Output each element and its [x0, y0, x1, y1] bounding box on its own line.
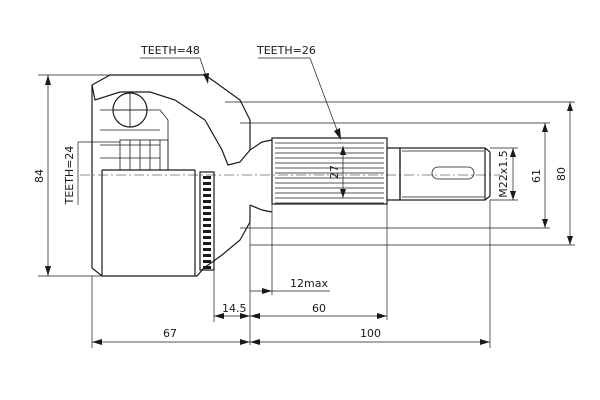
dim-shaft-diameter: 61 [240, 122, 550, 229]
dim-60-label: 60 [312, 302, 326, 315]
dim-14-5-label: 14.5 [222, 302, 247, 315]
teeth-outer-callout: TEETH=48 [140, 44, 209, 84]
dim-84-label: 84 [33, 169, 46, 183]
dim-offset-and-spline: 14.5 60 [213, 204, 388, 345]
abs-tooth [203, 230, 211, 233]
dim-max-length: 12max [250, 204, 330, 295]
dim-67-label: 67 [163, 327, 177, 340]
teeth-inner-callout: TEETH=24 [63, 141, 120, 206]
teeth-spline-label: TEETH=26 [256, 44, 316, 57]
joint-housing [91, 74, 251, 277]
dim-27-label: 27 [328, 165, 341, 179]
spline-shaft [271, 137, 388, 205]
abs-tooth [203, 182, 211, 185]
dim-61-label: 61 [530, 169, 543, 183]
abs-tooth [203, 206, 211, 209]
dim-80-label: 80 [555, 167, 568, 181]
dim-spline-diameter: 27 [328, 146, 346, 198]
teeth-inner-label: TEETH=24 [63, 146, 76, 206]
abs-tooth [203, 200, 211, 203]
neck [249, 139, 273, 213]
abs-tooth [203, 224, 211, 227]
abs-tooth [203, 188, 211, 191]
abs-tooth [203, 260, 211, 263]
abs-tooth [203, 212, 211, 215]
threaded-end [387, 147, 491, 201]
teeth-spline-callout: TEETH=26 [256, 44, 341, 140]
teeth-outer-label: TEETH=48 [140, 44, 200, 57]
abs-tooth [203, 194, 211, 197]
abs-tooth [203, 254, 211, 257]
abs-tooth [203, 266, 211, 269]
abs-tooth [203, 236, 211, 239]
dim-thread: M22x1.5 [490, 147, 518, 201]
abs-tooth [203, 248, 211, 251]
dim-seal-diameter: 80 [225, 101, 575, 246]
dim-12max-label: 12max [290, 277, 328, 290]
abs-tooth [203, 218, 211, 221]
abs-ring [199, 171, 215, 271]
dim-thread-label: M22x1.5 [497, 150, 510, 198]
dim-100-label: 100 [360, 327, 381, 340]
dim-outer-diameter: 84 [33, 74, 110, 277]
abs-tooth [203, 242, 211, 245]
abs-tooth [203, 176, 211, 179]
dim-body-and-total: 67 100 [91, 200, 491, 348]
